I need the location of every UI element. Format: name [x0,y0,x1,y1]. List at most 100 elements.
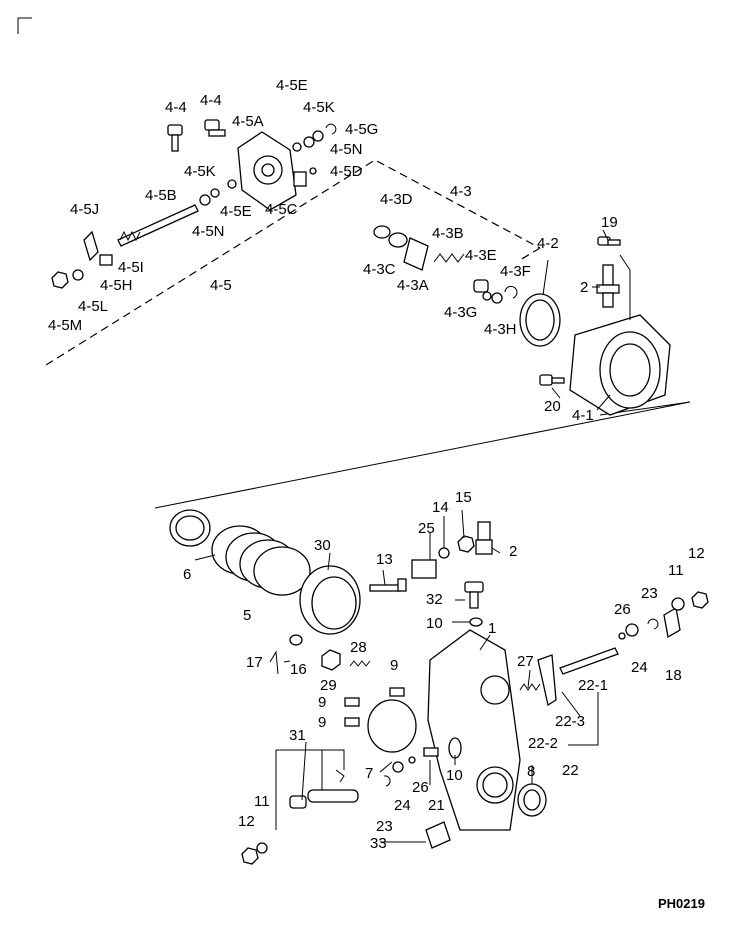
label-4-5m: 4-5M [48,317,82,334]
o-ring-4-3d [388,232,408,248]
label-21: 21 [428,797,445,814]
link-31 [289,789,359,809]
bolt-19 [597,236,621,246]
spring-28 [349,660,371,667]
label-17: 17 [246,654,263,671]
leader-lines [194,229,631,843]
fitting-2-top [596,264,620,308]
pin-26 [408,756,416,764]
label-4-3h: 4-3H [484,321,517,338]
label-28: 28 [350,639,367,656]
fitting-2 [475,521,493,555]
washer-4-5k [199,194,211,206]
label-4-5a: 4-5A [232,113,264,130]
label-32: 32 [426,591,443,608]
screw-9-b [344,697,360,707]
washer-24-right [625,623,639,637]
nut-12-right [691,591,709,609]
spring-4-5i [119,230,141,242]
label-4-5i: 4-5I [118,259,144,276]
spring-27 [519,683,541,691]
label-4-5k: 4-5K [184,163,216,180]
label-26-right: 26 [614,601,631,618]
nut-4-5m [51,271,69,289]
label-22-3: 22-3 [555,713,585,730]
label-23-right: 23 [641,585,658,602]
washer-4-5l [72,269,84,281]
label-4-5n-top: 4-5N [330,141,363,158]
plunger-4-3e [473,279,489,293]
clip-4-3f [504,285,518,299]
nut-15 [457,535,475,553]
label-4-5: 4-5 [210,277,232,294]
bracket-25 [411,559,437,579]
spring-4-3b [433,253,465,263]
gasket-4-2 [519,293,561,347]
corner-mark [17,17,32,34]
label-12-right: 12 [688,545,705,562]
label-31: 31 [289,727,306,744]
label-2-top: 2 [580,279,588,296]
washer-10-top [469,617,483,627]
label-22-2: 22-2 [528,735,558,752]
ball-4-5d [309,167,317,175]
label-4-2: 4-2 [537,235,559,252]
cover-30 [299,565,361,635]
label-20: 20 [544,398,561,415]
label-11-right: 11 [668,562,684,579]
label-30: 30 [314,537,331,554]
label-4-5e-top: 4-5E [276,77,308,94]
bolt-4-4-right [204,119,226,137]
assembly-bracket-lines [154,401,691,509]
bellows-5 [211,525,311,596]
bolt-13 [369,578,407,592]
label-13: 13 [376,551,393,568]
sleeve-4-3a [403,237,429,271]
o-ring-4-5e-top [292,142,302,152]
label-9-a: 9 [390,657,398,674]
screw-9-a [389,687,405,697]
clip-4-5g [325,123,337,135]
pin-17 [269,650,279,675]
plate-18 [663,606,681,639]
label-4-5g: 4-5G [345,121,378,138]
washer-14 [438,547,450,559]
washer-11-right [671,597,685,611]
label-4-3d: 4-3D [380,191,413,208]
label-4-5k-top: 4-5K [303,99,335,116]
boundary-4-3 [519,247,541,261]
label-6: 6 [183,566,191,583]
label-26: 26 [412,779,429,796]
label-25: 25 [418,520,435,537]
label-1: 1 [488,620,496,637]
drawing-code: PH0219 [658,896,705,911]
label-4-3c: 4-3C [363,261,396,278]
washer-4-5n [210,188,220,198]
pin-26-right [618,632,626,640]
label-27: 27 [517,653,534,670]
label-18: 18 [665,667,682,684]
injection-pump-housing-1 [427,629,521,831]
label-23: 23 [376,818,393,835]
washer-11-left [256,842,268,854]
o-ring-4-3c [373,225,391,239]
washer-4-5k-top [312,130,324,142]
cover-plate-7 [367,699,417,753]
pin-31 [335,769,345,783]
clip-23-right [647,618,659,630]
washer-4-3g [482,291,492,301]
label-12-left: 12 [238,813,255,830]
bolt-21 [423,747,439,757]
label-22: 22 [562,762,579,779]
label-10-bottom: 10 [446,767,463,784]
label-4-3g: 4-3G [444,304,477,321]
clip-23 [383,775,391,787]
washer-24 [392,761,404,773]
washer-4-5n-top [303,136,315,148]
label-19: 19 [601,214,618,231]
pin-4-5h [99,254,113,266]
shaft-22-1 [559,647,619,675]
label-24-right: 24 [631,659,648,676]
bolt-32 [464,581,484,609]
